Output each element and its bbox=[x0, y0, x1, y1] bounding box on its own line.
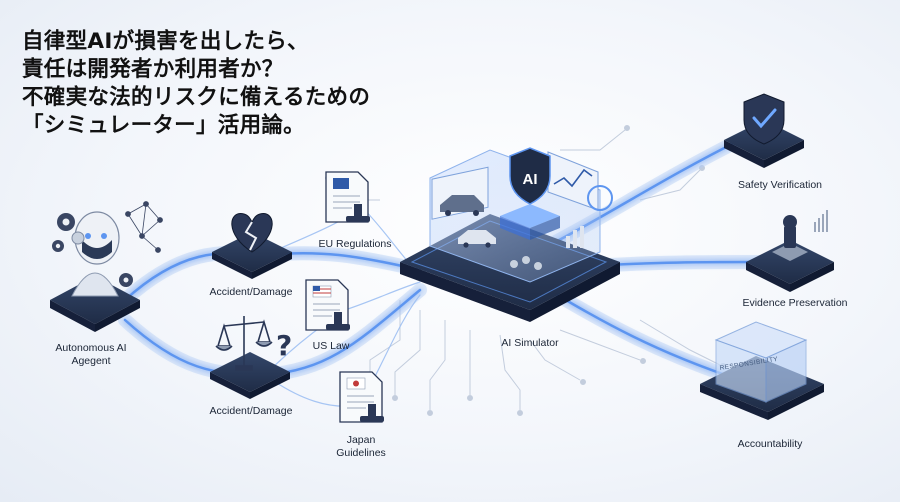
gavel-icon bbox=[772, 215, 808, 261]
evidence-node bbox=[746, 210, 834, 292]
eu-document bbox=[325, 171, 370, 223]
headline: 自律型AIが損害を出したら、 責任は開発者か利用者か？ 不確実な法的リスクに備え… bbox=[22, 28, 370, 140]
neural-network-icon bbox=[125, 201, 163, 253]
gauge-icon bbox=[587, 185, 613, 211]
transparent-box-icon: RESPONSIBILITY bbox=[714, 321, 808, 403]
safety-node bbox=[724, 93, 804, 168]
mini-objects-icon bbox=[510, 256, 542, 270]
broken-heart-icon bbox=[231, 213, 273, 253]
eu-label: EU Regulations bbox=[318, 238, 392, 250]
question-mark-icon: ? bbox=[276, 329, 292, 362]
headline-line-3: 不確実な法的リスクに備えるための bbox=[22, 85, 371, 110]
safety-label: Safety Verification bbox=[737, 179, 823, 191]
agent-label: Autonomous AI Agegent bbox=[55, 342, 127, 367]
car-icon bbox=[440, 195, 484, 216]
headline-line-1: 自律型AIが損害を出したら、 bbox=[22, 29, 309, 54]
accountability-node: RESPONSIBILITY bbox=[700, 321, 824, 420]
headline-line-4: 「シミュレーター」活用論。 bbox=[22, 113, 305, 138]
stamp-icon bbox=[346, 204, 370, 222]
gear-icon bbox=[52, 213, 133, 287]
mini-car-icon bbox=[458, 230, 496, 248]
scales-icon bbox=[215, 316, 273, 371]
japan-label: Japan Guidelines bbox=[336, 434, 386, 459]
japan-document-icon bbox=[346, 377, 366, 390]
evidence-label: Evidence Preservation bbox=[742, 297, 848, 309]
us-document bbox=[305, 279, 350, 331]
mini-chart-icon bbox=[566, 226, 584, 248]
accountability-label: Accountability bbox=[737, 438, 803, 450]
shield-badge: AI bbox=[509, 147, 551, 205]
japan-document bbox=[339, 371, 384, 423]
accident-top-label: Accident/Damage bbox=[209, 286, 293, 298]
accident-top-node bbox=[212, 213, 292, 279]
bar-indicator-icon bbox=[814, 210, 828, 232]
headline-line-2: 責任は開発者か利用者か？ bbox=[22, 57, 284, 82]
robot-head-icon bbox=[71, 211, 120, 297]
us-document-icon bbox=[312, 285, 332, 298]
simulator-badge-text: AI bbox=[523, 171, 538, 188]
us-label: US Law bbox=[312, 340, 350, 352]
agent-node bbox=[50, 201, 163, 332]
simulator-node: AI bbox=[400, 147, 620, 322]
accident-bottom-label: Accident/Damage bbox=[209, 405, 293, 417]
eu-document-icon bbox=[333, 178, 349, 189]
shield-check-icon bbox=[743, 93, 785, 145]
chart-icon bbox=[553, 168, 593, 188]
accident-bottom-node: ? bbox=[210, 316, 292, 399]
simulator-label: AI Simulator bbox=[501, 337, 559, 349]
